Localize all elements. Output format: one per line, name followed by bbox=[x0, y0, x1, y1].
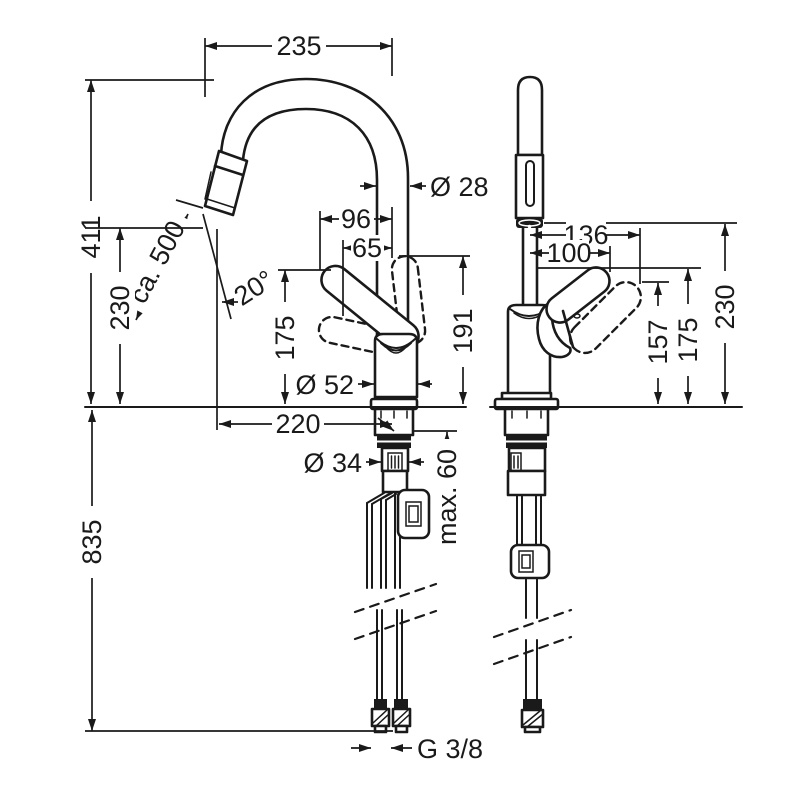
label-bg bbox=[710, 271, 740, 343]
leader-220 bbox=[377, 417, 395, 432]
hose-foot-1 bbox=[373, 724, 388, 734]
hose-nut-1-hatch bbox=[372, 709, 390, 727]
front-view: 20° ca. 500 bbox=[84, 77, 467, 734]
wand-upper bbox=[516, 75, 544, 157]
swivel-ring-3 bbox=[385, 346, 407, 354]
hose-nut-side bbox=[520, 708, 545, 729]
hose-foot-side bbox=[523, 725, 542, 734]
check-valve-inner-side bbox=[521, 554, 531, 569]
dim-offset-65: 65 bbox=[352, 233, 382, 263]
dimensions-side: 136 100 157 175 230 bbox=[530, 220, 740, 404]
label-bg bbox=[351, 235, 384, 261]
swivel-ring-2 bbox=[380, 342, 412, 352]
nozzle-outlet-dot bbox=[527, 224, 532, 229]
hose-a bbox=[366, 502, 373, 589]
hose-foot-2 bbox=[394, 724, 409, 734]
seal-ticks bbox=[380, 410, 408, 419]
mounting-stack-side bbox=[503, 407, 551, 580]
dim-hose-835: 835 bbox=[77, 519, 107, 564]
label-bg bbox=[549, 240, 589, 266]
dimensions-front: 235 411 230 835 96 65 bbox=[76, 31, 489, 764]
shank-hatch bbox=[390, 455, 400, 469]
mounting-stack bbox=[373, 407, 415, 494]
dim-lever-height-175-front: 175 bbox=[270, 315, 300, 360]
dim-spout-diameter: Ø 28 bbox=[430, 172, 489, 202]
check-valve-inner bbox=[408, 505, 419, 523]
dim-reach-220: 220 bbox=[275, 409, 320, 439]
hose-side-upper bbox=[525, 577, 538, 619]
label-bg bbox=[432, 439, 462, 555]
label-bg bbox=[272, 411, 324, 438]
spout-pipe-side bbox=[521, 226, 539, 307]
hose-nut-1 bbox=[370, 707, 391, 728]
label-bg bbox=[643, 306, 673, 378]
lever-side-dashed bbox=[568, 280, 643, 355]
hose-collar-side bbox=[523, 699, 542, 710]
hose-side-lower bbox=[525, 639, 538, 700]
label-bg bbox=[76, 201, 106, 273]
tip-face-extension-line bbox=[175, 199, 204, 209]
dim-outlet-height-front: 230 bbox=[105, 285, 135, 330]
hose-nut-side-hatch bbox=[522, 710, 544, 728]
break-line-side-2 bbox=[492, 635, 573, 666]
spout-inner-curve bbox=[241, 107, 379, 338]
dim-body-diameter: Ø 52 bbox=[295, 370, 354, 400]
label-bg bbox=[448, 295, 478, 367]
dim-height-411: 411 bbox=[76, 215, 106, 258]
label-bg bbox=[105, 272, 135, 344]
shank-lower-side bbox=[506, 469, 547, 497]
dim-lever-height-175-side: 175 bbox=[673, 317, 703, 362]
dim-outlet-height-side: 230 bbox=[710, 284, 740, 329]
lever-handle-side bbox=[545, 266, 611, 324]
label-bg bbox=[77, 506, 107, 578]
dim-spout-reach: 235 bbox=[276, 31, 321, 61]
label-bg bbox=[673, 304, 703, 376]
break-line-side-1 bbox=[492, 608, 573, 639]
side-view bbox=[489, 75, 743, 734]
lever-dot bbox=[573, 313, 581, 319]
hose-nut-2-hatch bbox=[393, 709, 411, 727]
hose-collar-2 bbox=[394, 699, 408, 709]
check-valve-window bbox=[405, 501, 422, 527]
shank-hatch-side bbox=[513, 455, 519, 469]
lever-seam-side bbox=[561, 309, 575, 349]
dim-lever-height-191: 191 bbox=[448, 308, 478, 353]
break-line-2 bbox=[353, 609, 438, 641]
dim-connection-thread: G 3/8 bbox=[417, 734, 483, 764]
seal-ticks-side bbox=[511, 410, 542, 419]
dim-max-thickness: max. 60 bbox=[432, 449, 462, 545]
label-bg bbox=[119, 209, 195, 315]
check-valve-window-side bbox=[518, 550, 534, 573]
spray-head-edge-line bbox=[204, 171, 212, 200]
pullout-hose-side bbox=[492, 577, 573, 734]
wand-grip bbox=[514, 153, 545, 220]
spray-angle-construction: 20° ca. 500 bbox=[119, 199, 279, 430]
hose-lower-pair-1 bbox=[376, 609, 383, 700]
spray-head-seam bbox=[213, 164, 245, 177]
break-line-1 bbox=[353, 582, 438, 614]
hose-collar-1 bbox=[374, 699, 387, 709]
hose-lower-pair-2 bbox=[396, 609, 403, 700]
spray-head-tip-band bbox=[206, 198, 236, 209]
supply-hoses bbox=[353, 491, 438, 734]
faucet-body bbox=[373, 332, 419, 399]
dim-offset-96: 96 bbox=[341, 204, 371, 234]
swivel-ring-1 bbox=[376, 338, 416, 349]
check-valve-box bbox=[396, 488, 431, 540]
hose-b bbox=[380, 498, 387, 589]
dim-lever-height-157: 157 bbox=[643, 319, 673, 364]
spout-outer-curve bbox=[219, 77, 410, 338]
label-bg bbox=[272, 32, 326, 60]
hose-nut-2 bbox=[391, 707, 412, 728]
wand-slot bbox=[525, 160, 535, 207]
dim-offset-100: 100 bbox=[546, 238, 591, 268]
tubes-side bbox=[516, 494, 542, 546]
label-bg bbox=[270, 302, 300, 374]
dim-shank-diameter: Ø 34 bbox=[303, 448, 362, 478]
label-bg bbox=[339, 206, 374, 232]
